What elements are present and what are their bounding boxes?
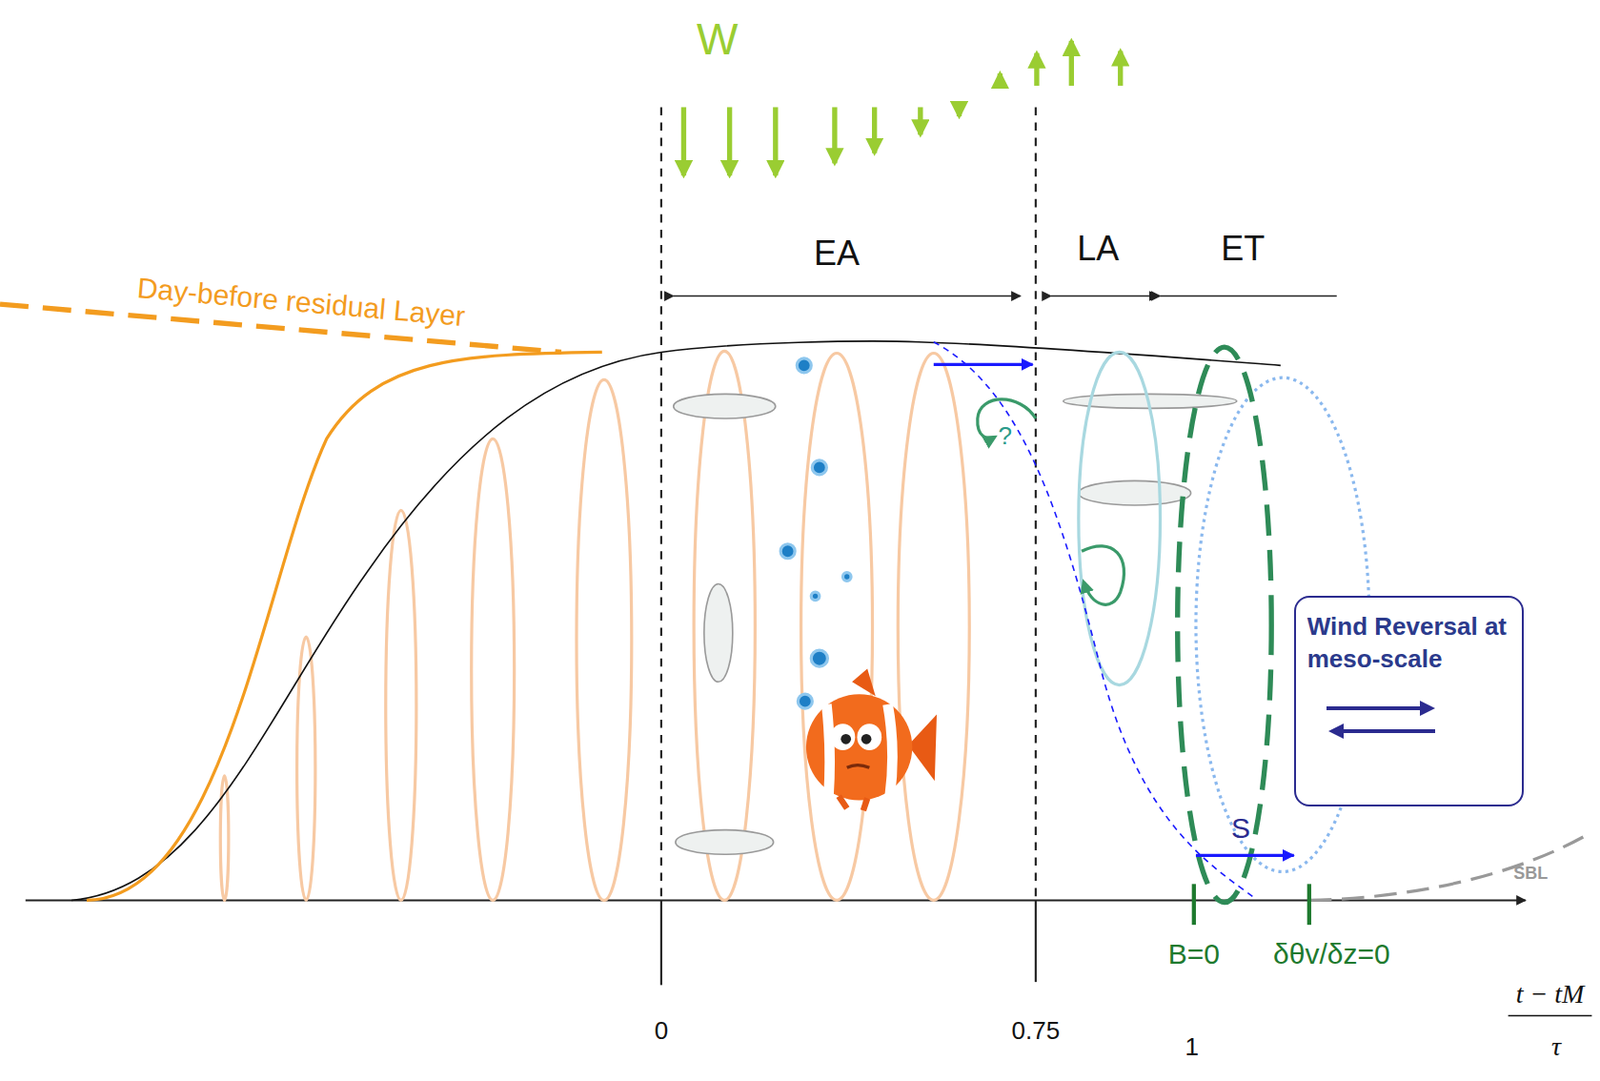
note-text: Wind Reversal at meso-scale bbox=[1296, 597, 1522, 676]
diagram-label: W bbox=[696, 17, 738, 61]
diagram-label: t − tM bbox=[1516, 980, 1585, 1008]
diagram-label: SBL bbox=[1513, 864, 1548, 882]
diagram-label: ? bbox=[997, 423, 1012, 448]
diagram-label: EA bbox=[813, 236, 860, 271]
diagram-label: LA bbox=[1076, 231, 1119, 266]
wind-reversal-arrows bbox=[1324, 694, 1439, 743]
diagram-label: ET bbox=[1220, 231, 1265, 266]
diagram-label: 1 bbox=[1184, 1033, 1198, 1059]
note-box: Wind Reversal at meso-scale bbox=[1294, 595, 1524, 807]
diagram-label: 0.75 bbox=[1012, 1017, 1061, 1043]
diagram-label: B=0 bbox=[1168, 939, 1220, 969]
diagram-label: δθv/δz=0 bbox=[1273, 939, 1391, 969]
diagram-label: τ bbox=[1551, 1032, 1561, 1060]
diagram-label: 0 bbox=[654, 1017, 669, 1043]
diagram-label: S bbox=[1231, 813, 1251, 843]
